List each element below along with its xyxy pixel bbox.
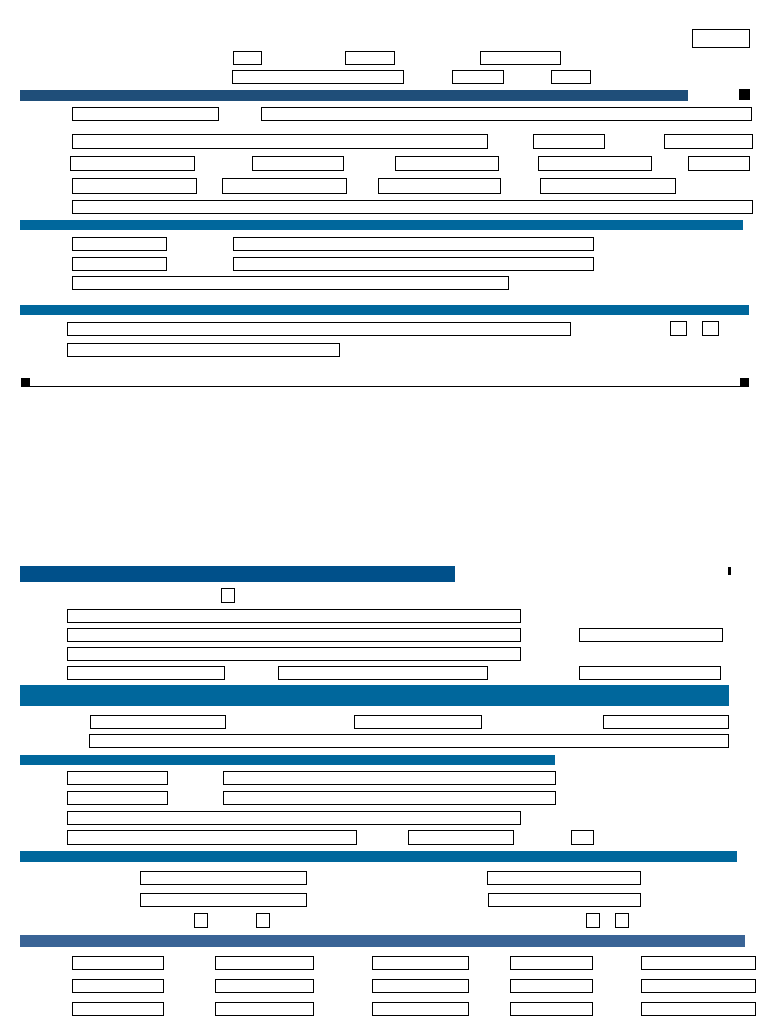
section-4-field-3[interactable] <box>579 628 723 642</box>
section-8-field-6[interactable] <box>72 979 164 993</box>
section-3-checkbox-1[interactable] <box>670 321 687 336</box>
section-6-field-1[interactable] <box>67 771 168 785</box>
section-5-field-3[interactable] <box>603 715 729 729</box>
section-1-field-2[interactable] <box>261 107 752 121</box>
section-1-field-1[interactable] <box>72 107 219 121</box>
section-2-field-4[interactable] <box>233 257 594 271</box>
section-8-field-2[interactable] <box>215 956 314 970</box>
section-7-checkbox-4[interactable] <box>615 913 629 928</box>
section-4-field-1[interactable] <box>67 609 521 623</box>
section-7-band <box>20 851 737 862</box>
header-field-3[interactable] <box>480 51 561 65</box>
section-7-checkbox-1[interactable] <box>194 913 208 928</box>
section-5-field-1[interactable] <box>90 715 226 729</box>
section-3-band <box>20 305 749 315</box>
section-1-marker <box>739 89 750 100</box>
divider-right-marker <box>740 378 749 387</box>
section-6-field-4[interactable] <box>223 791 556 805</box>
section-3-field-2[interactable] <box>67 343 340 357</box>
section-5-field-4[interactable] <box>89 734 729 748</box>
section-1-field-15[interactable] <box>72 200 753 214</box>
section-1-field-14[interactable] <box>540 178 676 194</box>
header-field-4[interactable] <box>232 70 404 84</box>
section-1-field-9[interactable] <box>538 156 652 171</box>
header-field-5[interactable] <box>452 70 504 84</box>
section-2-band <box>20 220 743 230</box>
section-1-field-8[interactable] <box>395 156 499 171</box>
section-7-field-2[interactable] <box>487 871 641 885</box>
section-7-field-1[interactable] <box>140 871 307 885</box>
section-1-field-7[interactable] <box>252 156 344 171</box>
section-8-field-7[interactable] <box>215 979 314 993</box>
section-2-field-2[interactable] <box>233 237 594 251</box>
section-1-field-11[interactable] <box>72 178 197 194</box>
section-2-field-5[interactable] <box>72 276 509 290</box>
section-8-field-11[interactable] <box>72 1002 164 1016</box>
section-8-field-5[interactable] <box>641 956 756 970</box>
header-field-1[interactable] <box>233 51 262 65</box>
section-2-field-3[interactable] <box>72 257 167 271</box>
section-6-field-6[interactable] <box>67 830 357 845</box>
section-1-field-3[interactable] <box>72 134 488 149</box>
section-8-field-10[interactable] <box>641 979 756 993</box>
section-1-field-6[interactable] <box>70 156 195 171</box>
section-8-field-8[interactable] <box>372 979 469 993</box>
section-4-field-4[interactable] <box>67 647 521 661</box>
section-8-field-3[interactable] <box>372 956 469 970</box>
section-7-checkbox-3[interactable] <box>586 913 600 928</box>
divider-left-marker <box>21 378 30 387</box>
section-2-field-1[interactable] <box>72 237 167 251</box>
section-1-field-4[interactable] <box>533 134 605 149</box>
section-6-field-5[interactable] <box>67 811 521 825</box>
section-8-field-4[interactable] <box>510 956 593 970</box>
section-8-field-13[interactable] <box>372 1002 469 1016</box>
section-6-field-7[interactable] <box>408 830 514 845</box>
section-4-field-5[interactable] <box>67 666 225 680</box>
section-6-band <box>20 755 555 765</box>
section-7-checkbox-2[interactable] <box>256 913 270 928</box>
section-5-field-2[interactable] <box>354 715 482 729</box>
section-8-field-15[interactable] <box>641 1002 756 1016</box>
header-field-2[interactable] <box>345 51 395 65</box>
section-5-band <box>20 685 729 706</box>
section-4-field-6[interactable] <box>278 666 488 680</box>
section-4-checkbox[interactable] <box>221 588 235 603</box>
section-1-band <box>20 90 688 101</box>
section-4-tick-marker <box>728 567 731 575</box>
section-6-field-3[interactable] <box>67 791 168 805</box>
section-1-field-5[interactable] <box>664 134 753 149</box>
section-4-field-2[interactable] <box>67 628 521 642</box>
section-8-field-14[interactable] <box>510 1002 593 1016</box>
section-7-field-4[interactable] <box>488 893 641 907</box>
section-8-field-12[interactable] <box>215 1002 314 1016</box>
section-8-field-1[interactable] <box>72 956 164 970</box>
section-1-field-13[interactable] <box>378 178 501 194</box>
section-3-field-1[interactable] <box>67 322 571 336</box>
section-8-band <box>20 935 745 947</box>
section-1-field-10[interactable] <box>688 156 750 171</box>
form-number-field[interactable] <box>692 29 750 48</box>
section-6-field-2[interactable] <box>223 771 556 785</box>
header-field-6[interactable] <box>551 70 591 84</box>
section-6-field-8[interactable] <box>571 830 594 845</box>
section-4-band <box>20 566 455 582</box>
section-8-field-9[interactable] <box>510 979 593 993</box>
section-4-field-7[interactable] <box>579 666 721 680</box>
section-7-field-3[interactable] <box>140 893 307 907</box>
section-1-field-12[interactable] <box>222 178 347 194</box>
section-3-checkbox-2[interactable] <box>702 321 719 336</box>
divider-rule <box>30 386 740 387</box>
